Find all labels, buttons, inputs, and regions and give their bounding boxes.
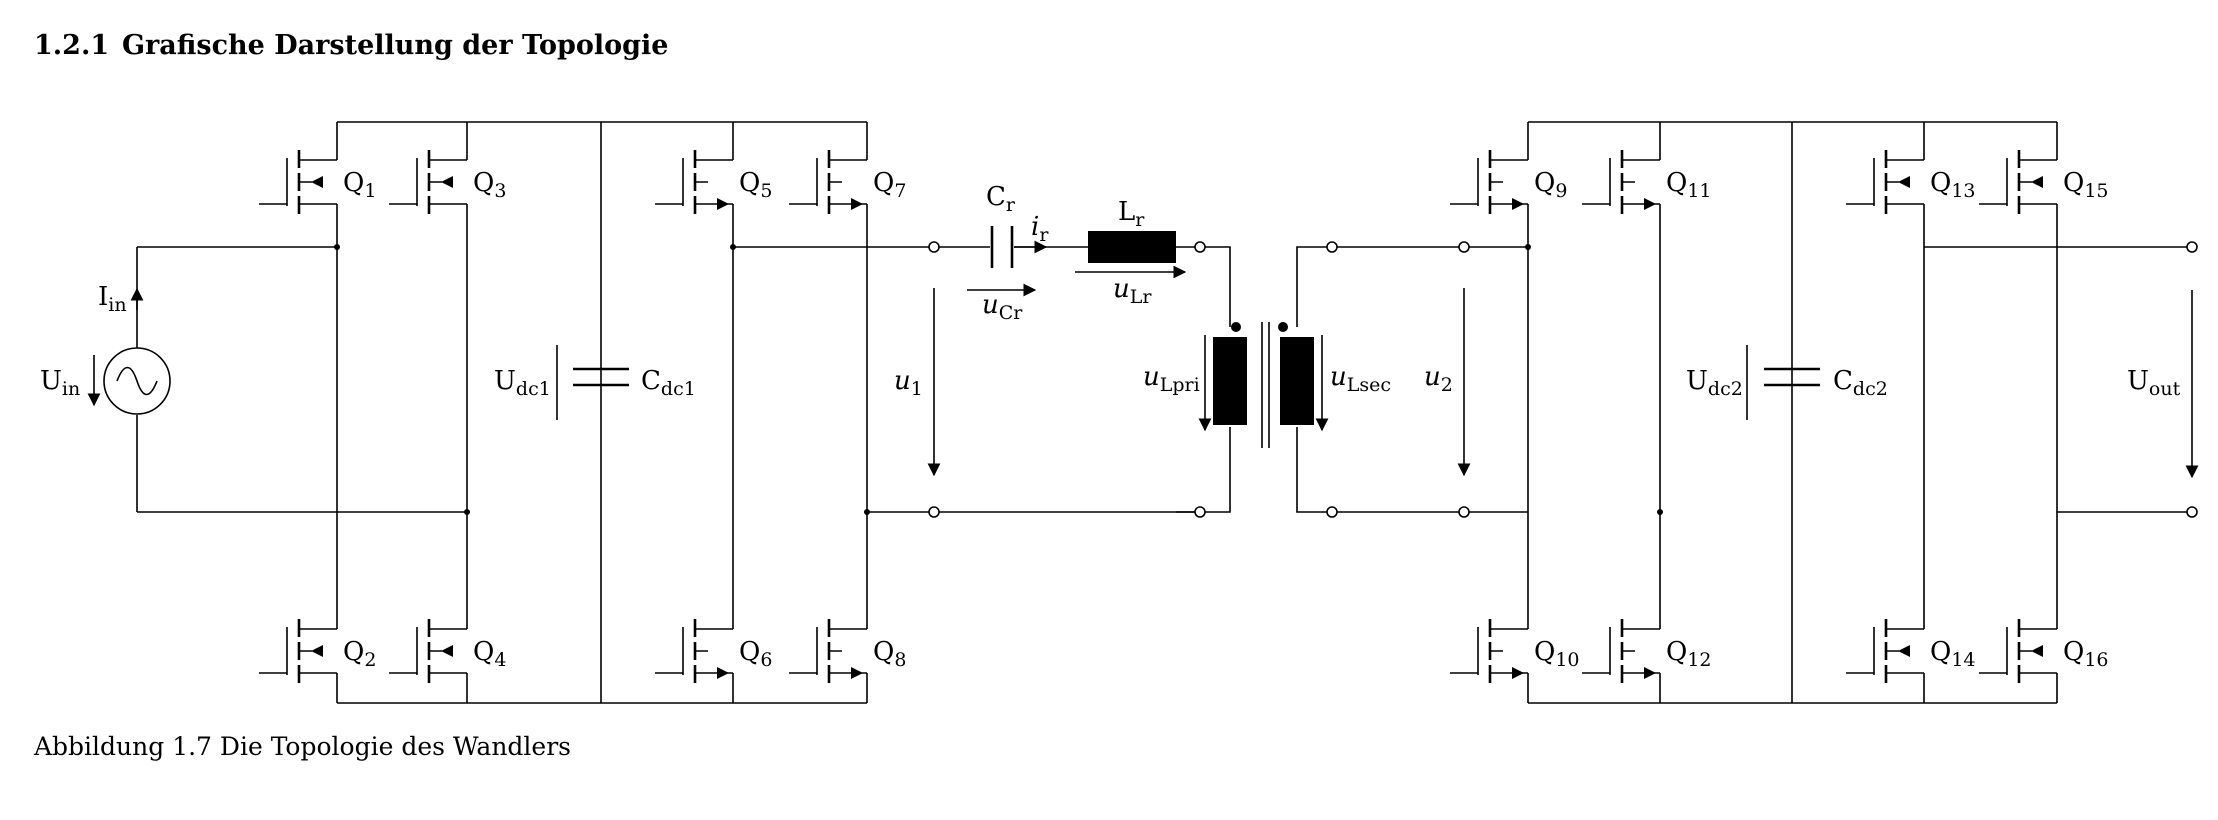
output-wiring xyxy=(1924,246,2199,513)
svg-text:ir: ir xyxy=(1031,212,1049,246)
transistor-q14: Q14 xyxy=(1846,247,1976,703)
bridge-1-wiring xyxy=(337,121,867,704)
transistor-q8: Q8 xyxy=(789,512,906,703)
transistor-q10: Q10 xyxy=(1450,247,1580,703)
transistor-q5: Q5 xyxy=(655,122,772,247)
secondary-link-wiring xyxy=(1296,246,1528,513)
label-iin: Iin xyxy=(98,282,127,316)
svg-text:Q1: Q1 xyxy=(343,168,376,202)
transistor-q12: Q12 xyxy=(1582,512,1712,703)
label-udc2: Udc2 xyxy=(1686,366,1743,400)
svg-text:Cdc1: Cdc1 xyxy=(641,366,696,400)
svg-text:Q5: Q5 xyxy=(739,168,772,202)
label-cdc1: Cdc1 xyxy=(641,366,696,400)
label-uin: Uin xyxy=(40,366,80,400)
svg-text:uLsec: uLsec xyxy=(1330,362,1391,396)
label-ucr: uCr xyxy=(982,290,1023,324)
svg-text:Q15: Q15 xyxy=(2063,168,2109,202)
label-ulr: uLr xyxy=(1113,274,1152,308)
label-u1: u1 xyxy=(894,366,923,400)
svg-text:Uin: Uin xyxy=(40,366,80,400)
input-source-wiring xyxy=(87,246,467,513)
svg-text:uLpri: uLpri xyxy=(1143,362,1200,396)
capacitor-cdc2 xyxy=(1764,367,1820,387)
transistor-q6: Q6 xyxy=(655,247,772,703)
svg-text:Q12: Q12 xyxy=(1666,637,1712,671)
inductor-lr xyxy=(1088,231,1176,263)
label-uout: Uout xyxy=(2127,366,2181,400)
svg-text:Lr: Lr xyxy=(1118,197,1145,231)
svg-text:Iin: Iin xyxy=(98,282,127,316)
resonant-tank-wiring xyxy=(734,240,1231,513)
label-cr: Cr xyxy=(986,182,1016,216)
svg-text:Q13: Q13 xyxy=(1930,168,1976,202)
label-udc1: Udc1 xyxy=(494,366,551,400)
label-ir: ir xyxy=(1031,212,1049,246)
svg-text:Q7: Q7 xyxy=(873,168,906,202)
svg-text:Uout: Uout xyxy=(2127,366,2181,400)
transistor-q7: Q7 xyxy=(789,122,906,512)
svg-text:Udc1: Udc1 xyxy=(494,366,551,400)
transistor-q15: Q15 xyxy=(1979,122,2109,512)
section-title: Grafische Darstellung der Topologie xyxy=(122,30,669,61)
svg-text:Q4: Q4 xyxy=(473,637,506,671)
transistor-q1: Q1 xyxy=(259,122,376,247)
svg-text:Q16: Q16 xyxy=(2063,637,2109,671)
svg-text:Q9: Q9 xyxy=(1534,168,1567,202)
capacitor-cr xyxy=(990,226,1014,268)
svg-text:uCr: uCr xyxy=(982,290,1023,324)
terminal-circles-primary xyxy=(928,241,1206,518)
svg-text:u1: u1 xyxy=(894,366,923,400)
transistor-q13: Q13 xyxy=(1846,122,1976,247)
figure-caption: Abbildung 1.7 Die Topologie des Wandlers xyxy=(34,732,571,761)
svg-text:Q14: Q14 xyxy=(1930,637,1976,671)
transistor-q4: Q4 xyxy=(389,512,506,703)
svg-text:Q8: Q8 xyxy=(873,637,906,671)
label-u2: u2 xyxy=(1424,362,1453,396)
svg-text:u2: u2 xyxy=(1424,362,1453,396)
transistor-q11: Q11 xyxy=(1582,122,1712,512)
transistor-q16: Q16 xyxy=(1979,512,2109,703)
section-number: 1.2.1 xyxy=(34,30,110,61)
section-heading: 1.2.1 Grafische Darstellung der Topologie xyxy=(34,30,668,61)
label-lr: Lr xyxy=(1118,197,1145,231)
label-cdc2: Cdc2 xyxy=(1833,366,1888,400)
svg-text:Q10: Q10 xyxy=(1534,637,1580,671)
bridge-2-wiring xyxy=(1528,121,2057,704)
svg-text:Cr: Cr xyxy=(986,182,1016,216)
label-ulpri: uLpri xyxy=(1143,362,1200,396)
transistor-q2: Q2 xyxy=(259,247,376,703)
svg-text:Q3: Q3 xyxy=(473,168,506,202)
ac-source xyxy=(103,347,171,415)
svg-text:Udc2: Udc2 xyxy=(1686,366,1743,400)
label-ulsec: uLsec xyxy=(1330,362,1391,396)
svg-text:Cdc2: Cdc2 xyxy=(1833,366,1888,400)
svg-text:Q2: Q2 xyxy=(343,637,376,671)
capacitor-cdc1 xyxy=(573,367,629,387)
transistor-q9: Q9 xyxy=(1450,122,1567,247)
junction-dots xyxy=(334,244,1663,515)
terminal-circles-output xyxy=(2186,241,2198,518)
transistor-q3: Q3 xyxy=(389,122,506,512)
svg-text:uLr: uLr xyxy=(1113,274,1152,308)
terminal-circles-secondary xyxy=(1326,241,1470,518)
svg-text:Q6: Q6 xyxy=(739,637,772,671)
transformer xyxy=(1198,322,1329,448)
svg-text:Q11: Q11 xyxy=(1666,168,1712,202)
